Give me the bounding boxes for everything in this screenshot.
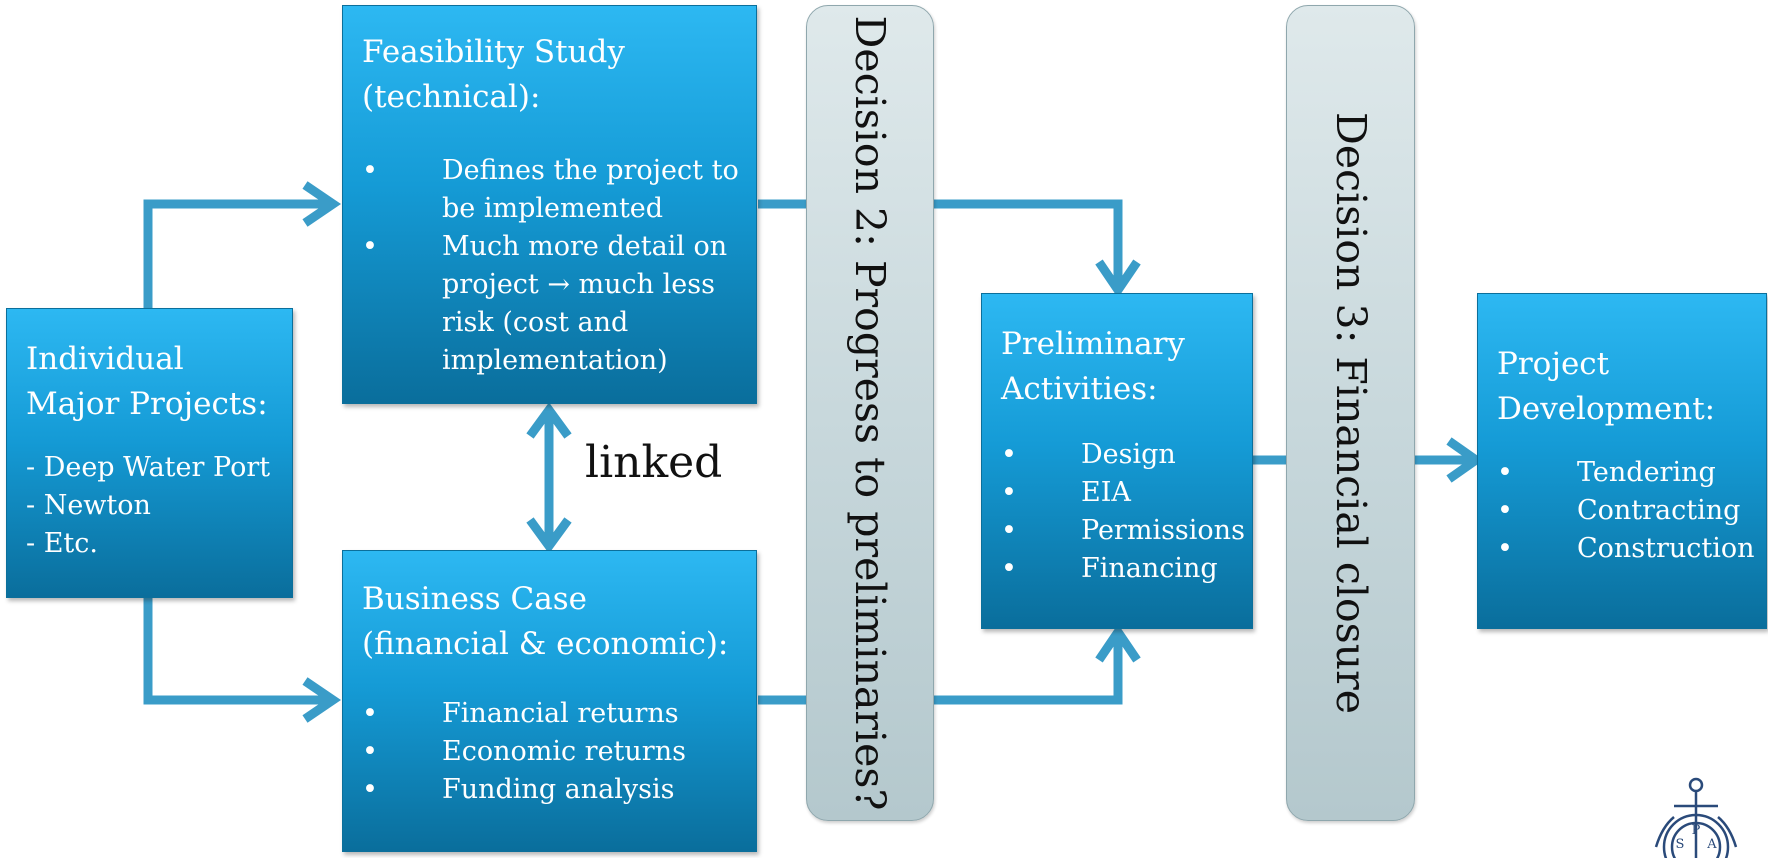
arrow-head-preliminary-bottom (1095, 623, 1141, 663)
list-item: • Tendering (1497, 454, 1758, 492)
list-item-text: Funding analysis (442, 774, 675, 805)
preliminary-activities-box: Preliminary Activities: • Design • EIA • Pe… (981, 293, 1253, 629)
list-item-text: EIA (1081, 477, 1131, 508)
feasibility-study-box: Feasibility Study (technical): • Defines … (342, 5, 757, 404)
bullet-icon: • (1001, 439, 1017, 470)
bullet-icon: • (362, 736, 378, 767)
project-development-title: Project Development: (1497, 346, 1716, 427)
individual-projects-box: Individual Major Projects: - Deep Water … (6, 308, 293, 598)
list-item-text: Financing (1081, 553, 1218, 584)
decision-3-label: Decision 3: Financial closure (1326, 112, 1375, 714)
bullet-icon: • (1001, 515, 1017, 546)
business-case-box: Business Case (financial & economic): • F… (342, 550, 757, 852)
preliminary-bullet-list: • Design • EIA • Permissions • Financing (1001, 436, 1245, 588)
list-item: • Construction (1497, 530, 1758, 568)
individual-projects-title: Individual Major Projects: (26, 341, 268, 422)
business-case-title: Business Case (financial & economic): (362, 581, 729, 662)
arrow-head-business (302, 677, 342, 723)
business-bullet-list: • Financial returns • Economic returns • Fu… (362, 695, 742, 809)
list-item-text: Permissions (1081, 515, 1245, 546)
list-item-text: Construction (1577, 533, 1755, 564)
development-bullet-list: • Tendering • Contracting • Construction (1497, 454, 1758, 568)
bullet-icon: • (1497, 495, 1513, 526)
bullet-icon: • (1001, 477, 1017, 508)
feasibility-study-title: Feasibility Study (technical): (362, 34, 625, 115)
list-item-text: Much more detail on project → much less … (442, 231, 728, 376)
logo-letter: A (1706, 837, 1717, 852)
project-development-box: Project Development: • Tendering • Contrac… (1477, 293, 1767, 629)
decision-2-pill: Decision 2: Progress to preliminaries? (806, 5, 934, 821)
bullet-icon: • (1497, 457, 1513, 488)
list-item: • Defines the project to be implemented (362, 152, 742, 228)
list-item: • Contracting (1497, 492, 1758, 530)
list-item: • Financing (1001, 550, 1242, 588)
list-item: • Much more detail on project → much less… (362, 228, 742, 380)
list-item: • Permissions (1001, 512, 1245, 550)
individual-projects-list: - Deep Water Port - Newton - Etc. (26, 452, 271, 559)
spa-anchor-logo-icon: S P A (1654, 777, 1738, 858)
logo-letter: S (1676, 837, 1685, 852)
arrow-head-preliminary-top (1095, 259, 1141, 299)
list-item-text: Economic returns (442, 736, 686, 767)
list-item: • Design (1001, 436, 1242, 474)
preliminary-activities-title: Preliminary Activities: (1001, 326, 1185, 407)
decision2-to-preliminary-top (934, 199, 1123, 287)
linked-label: linked (585, 437, 723, 488)
list-item-text: Tendering (1577, 457, 1716, 488)
arrow-to-feasibility (143, 199, 330, 308)
bullet-icon: • (1001, 553, 1017, 584)
arrow-head-development (1446, 437, 1484, 483)
linked-arrow-head-down (526, 517, 572, 554)
bullet-icon: • (362, 774, 378, 805)
list-item: • Financial returns (362, 695, 742, 733)
list-item-text: Design (1081, 439, 1176, 470)
list-item: • Funding analysis (362, 771, 742, 809)
list-item: • Economic returns (362, 733, 742, 771)
linked-arrow-head-up (526, 402, 572, 439)
decision2-to-preliminary-bottom (934, 635, 1123, 705)
list-item-text: Defines the project to be implemented (442, 155, 739, 224)
decision-2-label: Decision 2: Progress to preliminaries? (846, 15, 894, 811)
decision-3-pill: Decision 3: Financial closure (1286, 5, 1415, 821)
feasibility-bullet-list: • Defines the project to be implemented •… (362, 152, 742, 380)
bullet-icon: • (362, 155, 378, 186)
list-item-text: Contracting (1577, 495, 1741, 526)
arrow-to-business (143, 598, 330, 705)
list-item: • EIA (1001, 474, 1242, 512)
logo-letter: P (1692, 823, 1701, 838)
list-item-text: Financial returns (442, 698, 679, 729)
bullet-icon: • (362, 698, 378, 729)
bullet-icon: • (1497, 533, 1513, 564)
arrow-head-feasibility (302, 181, 342, 227)
bullet-icon: • (362, 231, 378, 262)
